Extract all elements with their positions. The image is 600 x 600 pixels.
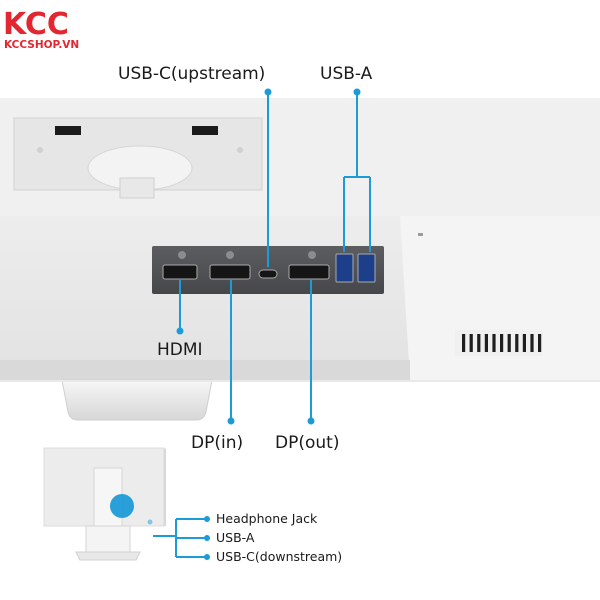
vent-slat	[507, 334, 511, 352]
usb-c-downstream-label: USB-C(downstream)	[216, 549, 342, 564]
stand-neck	[119, 177, 155, 199]
callout-dp-out: DP(out)	[275, 280, 339, 453]
panel-screw-1	[178, 251, 186, 259]
vent-slat	[500, 334, 504, 352]
side-ports-callout: Headphone Jack USB-A USB-C(downstream)	[153, 511, 342, 564]
vent-slat	[522, 334, 526, 352]
inset-side-view	[43, 447, 166, 561]
dp-out-label: DP(out)	[275, 433, 339, 453]
dp-out-port	[288, 264, 330, 280]
vent-slat	[530, 334, 534, 352]
usb-a-label: USB-A	[320, 64, 373, 84]
dp-in-port	[209, 264, 251, 280]
panel-screw-3	[308, 251, 316, 259]
vent-slat	[477, 334, 481, 352]
vent-slat	[462, 334, 466, 352]
vesa-slot-left	[55, 126, 81, 135]
vent-slats	[462, 334, 542, 352]
headphone-jack-label: Headphone Jack	[216, 511, 318, 526]
inset-monitor-slope	[164, 448, 166, 526]
usb-a-port-1	[335, 253, 354, 283]
brand-site: KCCSHOP.VN	[4, 39, 79, 51]
monitor-back-photo	[0, 98, 600, 421]
callout-hdmi: HDMI	[157, 280, 203, 360]
usb-c-upstream-port	[258, 269, 278, 279]
side-usb-a-label: USB-A	[216, 530, 255, 545]
rear-flare	[0, 380, 600, 382]
hdmi-port	[162, 264, 198, 280]
vesa-slot-right	[192, 126, 218, 135]
vent-slat	[484, 334, 488, 352]
usb-c-upstream-label: USB-C(upstream)	[118, 64, 265, 84]
dp-in-label: DP(in)	[191, 433, 243, 453]
panel-screw-2	[226, 251, 234, 259]
callout-usb-a: USB-A	[320, 64, 373, 252]
inset-stand-base	[85, 525, 131, 553]
inset-port-highlight	[110, 494, 134, 518]
callout-dp-in: DP(in)	[191, 280, 243, 453]
inset-stand-foot	[75, 551, 141, 561]
vent-slat	[492, 334, 496, 352]
brand-name: KCC	[3, 7, 69, 42]
vent-grille	[455, 330, 543, 356]
brand-logo: KCC KCCSHOP.VN	[3, 7, 79, 51]
stand-foot	[61, 379, 213, 421]
vesa-screw-right	[237, 147, 243, 153]
bottom-bezel	[0, 360, 410, 380]
monitor-right-side	[400, 216, 600, 380]
vent-slat	[538, 334, 542, 352]
usb-a-port-2	[357, 253, 376, 283]
hdmi-label: HDMI	[157, 340, 203, 360]
inset-port-anchor-dot	[147, 519, 153, 525]
vent-slat	[469, 334, 473, 352]
vesa-screw-left	[37, 147, 43, 153]
callout-usb-c-upstream: USB-C(upstream)	[118, 64, 272, 267]
side-led	[418, 233, 423, 236]
vent-slat	[515, 334, 519, 352]
